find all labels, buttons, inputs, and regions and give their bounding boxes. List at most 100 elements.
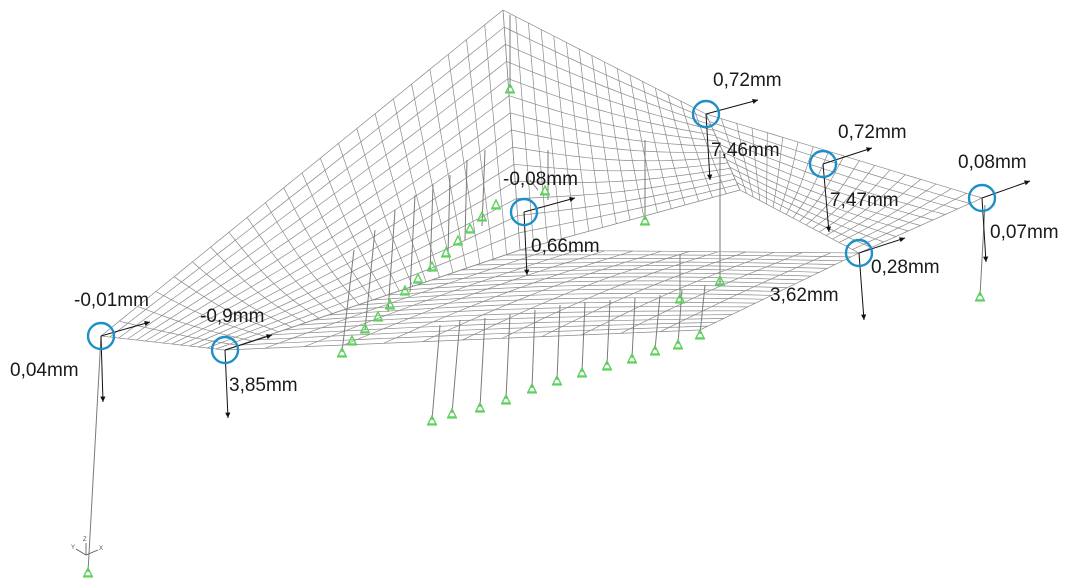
column-10 — [529, 179, 539, 191]
svg-text:X: X — [99, 546, 103, 552]
measurement-markers — [86, 99, 997, 365]
label-p2-horizontal: -0,9mm — [200, 306, 264, 327]
support-16 — [474, 401, 486, 413]
measurement-marker-p4 — [691, 99, 721, 129]
column-22 — [631, 297, 636, 359]
displacement-arrow-9 — [822, 163, 832, 233]
support-20 — [576, 366, 588, 378]
label-p3-horizontal: -0,08mm — [503, 169, 578, 190]
support-17 — [500, 393, 512, 405]
column-5 — [409, 194, 416, 293]
xyz-axis-triad-icon: Y Z X — [71, 537, 103, 556]
mesh-patch-front — [224, 249, 860, 351]
support-columns — [87, 15, 986, 573]
label-p1-vertical: 0,04mm — [10, 360, 79, 381]
displacement-arrow-12 — [981, 180, 1031, 199]
displacement-arrow-7 — [705, 113, 713, 181]
column-26 — [979, 204, 986, 297]
support-2 — [346, 334, 358, 346]
displacement-labels: -0,01mm 0,04mm -0,9mm 3,85mm -0,08mm 0,6… — [10, 70, 1059, 396]
column-7 — [447, 174, 451, 255]
column-23 — [654, 294, 661, 351]
support-6 — [399, 284, 411, 296]
column-15 — [451, 319, 461, 414]
column-4 — [387, 209, 396, 313]
displacement-arrow-8 — [822, 147, 873, 165]
label-p2-vertical: 3,85mm — [229, 375, 298, 396]
displacement-arrow-1 — [100, 335, 106, 403]
label-p4-horizontal: 0,72mm — [713, 70, 782, 91]
measurement-marker-p6 — [844, 238, 874, 268]
column-16 — [479, 317, 486, 408]
column-17 — [505, 313, 511, 400]
support-22 — [626, 352, 638, 364]
displacement-arrow-3 — [224, 349, 231, 419]
roof-shell-mesh — [100, 9, 983, 351]
displacement-arrow-5 — [523, 211, 530, 276]
column-25 — [699, 284, 706, 335]
mesh-patch-left — [100, 9, 521, 351]
label-p1-horizontal: -0,01mm — [74, 290, 149, 311]
pinned-supports — [82, 82, 986, 578]
label-p3-vertical: 0,66mm — [531, 236, 600, 257]
support-10 — [452, 234, 464, 246]
support-14 — [426, 414, 438, 426]
displacement-arrow-6 — [705, 98, 759, 115]
measurement-marker-p2 — [210, 335, 240, 365]
column-3 — [364, 229, 376, 331]
column-14 — [431, 324, 441, 421]
label-p5-horizontal: 0,72mm — [838, 122, 907, 143]
support-31 — [539, 184, 551, 196]
column-20 — [581, 301, 586, 373]
displacement-arrow-10 — [858, 237, 906, 254]
support-26 — [974, 290, 986, 302]
support-21 — [601, 359, 613, 371]
measurement-marker-p7 — [967, 183, 997, 213]
column-21 — [606, 299, 611, 366]
column-2 — [341, 249, 355, 353]
support-4 — [372, 310, 384, 322]
support-5 — [384, 298, 396, 310]
displacement-arrow-0 — [100, 320, 151, 337]
support-29 — [714, 274, 726, 286]
measurement-marker-p5 — [808, 149, 838, 179]
support-13 — [490, 198, 502, 210]
support-0 — [82, 566, 94, 578]
support-7 — [412, 272, 424, 284]
displacement-arrow-13 — [981, 197, 989, 263]
column-6 — [429, 184, 434, 273]
column-19 — [556, 304, 561, 381]
label-p6-horizontal: 0,28mm — [871, 257, 940, 278]
support-19 — [551, 374, 563, 386]
support-8 — [426, 260, 438, 272]
displacement-arrow-4 — [523, 196, 576, 213]
svg-text:Y: Y — [71, 545, 75, 551]
support-25 — [694, 328, 706, 340]
label-p5-vertical: 7,47mm — [830, 190, 899, 211]
support-30 — [674, 292, 686, 304]
mesh-patch-top — [502, 9, 741, 251]
displacement-arrow-11 — [858, 252, 867, 321]
label-p7-vertical: 0,07mm — [990, 222, 1059, 243]
support-24 — [672, 338, 684, 350]
svg-text:Z: Z — [83, 537, 87, 543]
label-p6-vertical: 3,62mm — [770, 285, 839, 306]
column-0 — [87, 335, 102, 573]
measurement-marker-p1 — [86, 321, 116, 351]
support-3 — [359, 322, 371, 334]
measurement-marker-p3 — [509, 197, 539, 227]
displacement-arrow-2 — [224, 334, 273, 351]
label-p4-vertical: 7,46mm — [711, 140, 780, 161]
column-18 — [531, 309, 536, 389]
support-11 — [464, 222, 476, 234]
column-24 — [677, 289, 683, 345]
support-1 — [336, 346, 348, 358]
support-9 — [440, 246, 452, 258]
support-12 — [476, 210, 488, 222]
support-23 — [649, 344, 661, 356]
column-8 — [464, 159, 468, 241]
support-15 — [446, 407, 458, 419]
support-28 — [639, 214, 651, 226]
displacement-arrows — [100, 98, 1031, 419]
